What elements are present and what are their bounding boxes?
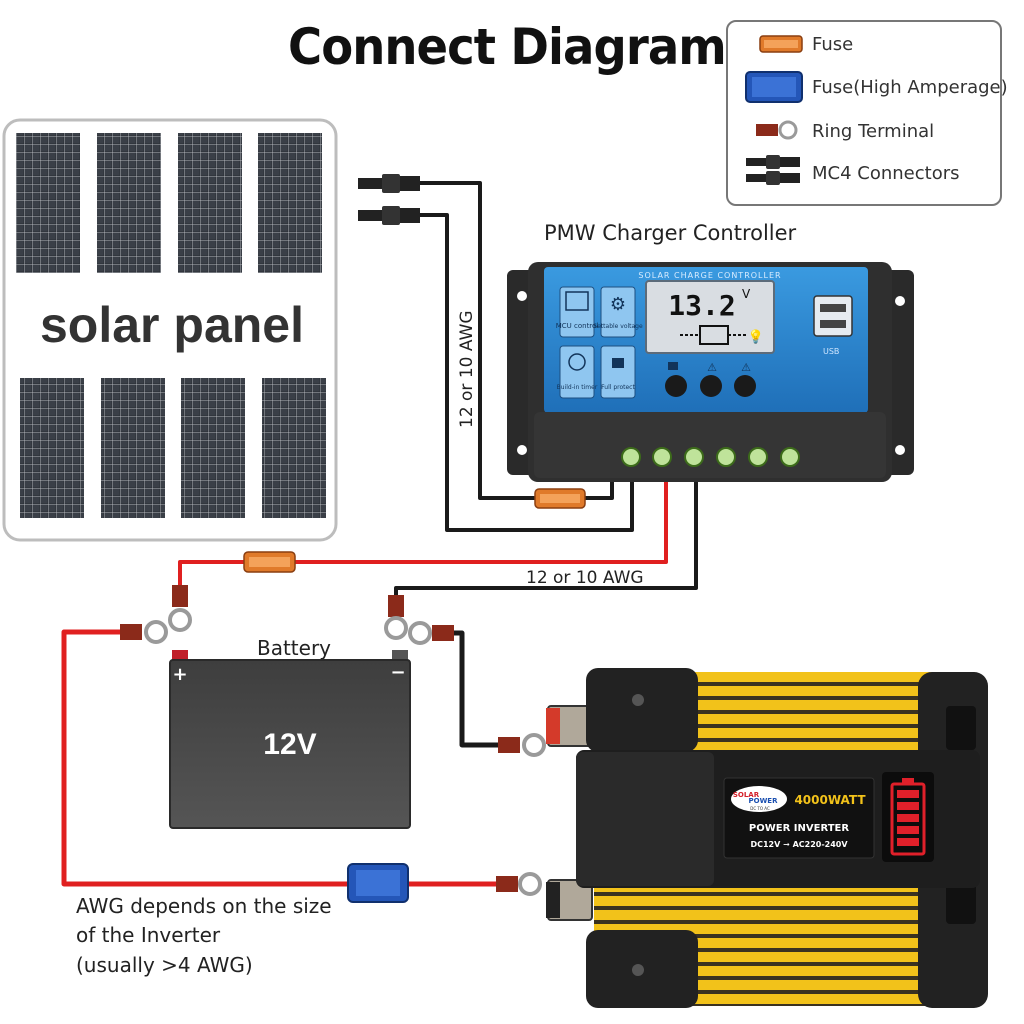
brand-line1: SOLAR: [733, 791, 760, 799]
fuse-battery: [243, 551, 296, 573]
feature-timer: Build-in timer: [557, 384, 598, 391]
lcd-voltage: 13.2: [668, 289, 735, 322]
controller-button[interactable]: [665, 375, 687, 397]
battery-minus: −: [390, 662, 405, 683]
panel-cell: [101, 378, 165, 518]
page-title: Connect Diagram: [288, 18, 727, 76]
ring-terminal: [498, 733, 546, 757]
controller-button[interactable]: [700, 375, 722, 397]
panel-cell: [178, 133, 242, 273]
pv-wire-positive: [420, 181, 535, 500]
fuse-icon: [759, 35, 803, 53]
level-bar: [897, 790, 919, 798]
legend-fuse-label: Fuse: [812, 34, 854, 55]
charge-controller: PMW Charger Controller SOLAR CHARGE CONT…: [507, 221, 914, 482]
feature-settable: Settable voltage: [593, 323, 643, 330]
lock-icon: [612, 358, 624, 368]
inverter-wire-positive: [61, 629, 348, 887]
solar-panel: solar panel: [2, 118, 338, 542]
brand-line3: DC TO AC: [750, 806, 770, 811]
panel-cell: [16, 133, 80, 273]
controller-terminal: [780, 447, 800, 467]
pv-wire-negative: [420, 213, 634, 532]
warning-icon: ⚠: [707, 361, 717, 374]
pv-wire-gauge-label: 12 or 10 AWG: [457, 310, 477, 428]
lcd-unit: V: [742, 287, 751, 301]
fuse-pv: [534, 488, 586, 509]
legend-fuse-high-label: Fuse(High Amperage): [812, 77, 1008, 98]
pv-wire-positive-2: [585, 480, 614, 500]
panel-cell: [258, 133, 322, 273]
inverter-note-line1: AWG depends on the size: [76, 894, 332, 918]
controller-lcd: [645, 280, 775, 354]
inverter-note-line2: of the Inverter: [76, 923, 221, 947]
ring-terminal-icon: [756, 120, 798, 140]
controller-terminal: [716, 447, 736, 467]
fuse-high-amperage: [347, 863, 409, 903]
warning-icon: ⚠: [741, 361, 751, 374]
mc4-connector: [358, 174, 420, 193]
usb-label: USB: [823, 347, 839, 356]
feature-protect: Full protect: [601, 384, 635, 391]
battery: Battery + − 12V: [169, 636, 411, 829]
power-inverter: SOLAR POWER DC TO AC 4000WATT POWER INVE…: [546, 668, 988, 1008]
panel-cell: [262, 378, 326, 518]
level-bar: [897, 814, 919, 822]
inverter-note-line3: (usually >4 AWG): [76, 953, 253, 977]
ring-terminal: [120, 620, 168, 644]
controller-terminal: [748, 447, 768, 467]
battery-wire-positive: [295, 480, 668, 564]
battery-wire-gauge-label: 12 or 10 AWG: [526, 568, 644, 588]
level-bar: [897, 826, 919, 834]
legend: Fuse Fuse(High Amperage) Ring Terminal M…: [726, 20, 1008, 206]
battery-wire-negative: [394, 480, 698, 598]
clock-icon: [568, 353, 586, 371]
controller-header: SOLAR CHARGE CONTROLLER: [638, 271, 781, 280]
controller-terminal: [621, 447, 641, 467]
panel-cell: [181, 378, 245, 518]
ring-terminal: [496, 872, 542, 896]
feature-mcu: MCU control: [556, 322, 599, 330]
ring-terminal: [408, 621, 454, 645]
gear-icon: ⚙: [610, 294, 626, 315]
controller-terminal: [652, 447, 672, 467]
mc4-connector: [358, 206, 420, 225]
solar-panel-label: solar panel: [40, 297, 304, 353]
brand-line2: POWER: [749, 797, 779, 805]
fuse-high-amperage-icon: [745, 71, 803, 103]
inverter-wattage: 4000WATT: [794, 793, 866, 807]
level-bar: [897, 838, 919, 846]
controller-button[interactable]: [734, 375, 756, 397]
feature-tile: [600, 345, 636, 399]
inverter-name: POWER INVERTER: [749, 823, 849, 834]
controller-terminal: [684, 447, 704, 467]
legend-icons: [745, 35, 803, 185]
solar-panel-frame: [2, 118, 338, 542]
panel-cell: [97, 133, 161, 273]
legend-ring-terminal-label: Ring Terminal: [812, 121, 935, 142]
controller-caption: PMW Charger Controller: [544, 221, 797, 245]
battery-wire-positive-2: [178, 560, 244, 585]
battery-voltage: 12V: [263, 728, 316, 761]
legend-mc4-label: MC4 Connectors: [812, 163, 960, 184]
battery-caption: Battery: [257, 636, 331, 660]
brand-logo: [731, 786, 787, 812]
bulb-icon: 💡: [748, 329, 764, 345]
inverter-wire-negative: [452, 630, 500, 748]
battery-body: [169, 659, 411, 829]
mc4-connector-icon: [746, 155, 800, 185]
battery-plus: +: [172, 664, 187, 685]
ring-terminal: [168, 585, 192, 632]
level-bar: [897, 802, 919, 810]
feature-tile: [559, 286, 595, 338]
inverter-spec: DC12V ➞ AC220-240V: [750, 840, 848, 849]
usb-port: [813, 295, 853, 337]
feature-tile: [600, 286, 636, 338]
feature-tile: [559, 345, 595, 399]
panel-cell: [20, 378, 84, 518]
wires: [61, 181, 698, 887]
ring-terminal: [384, 595, 408, 640]
